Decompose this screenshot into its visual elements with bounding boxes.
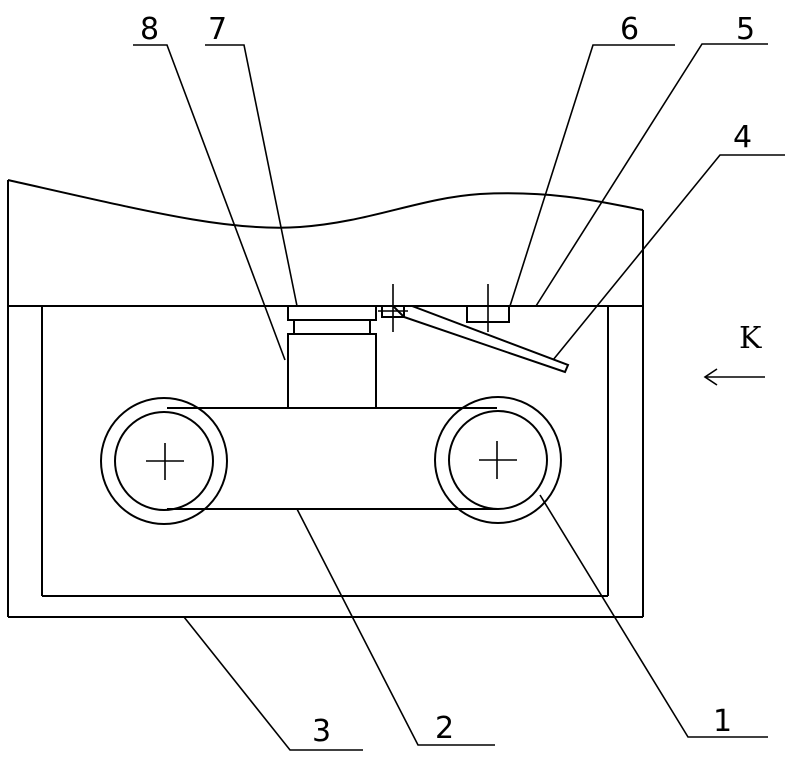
part-label-8: 8	[140, 12, 159, 47]
part-labels: 8 7 6 5 4 1 2 3	[140, 12, 755, 749]
leader-line-7	[205, 44, 298, 307]
left-roller-inner	[114, 411, 214, 511]
leader-line-4	[552, 154, 785, 361]
leader-line-8	[133, 44, 286, 361]
body-break-line	[7, 179, 644, 229]
leader-lines	[133, 43, 785, 751]
mount-nut	[287, 305, 377, 321]
view-k-arrow: K	[703, 321, 765, 386]
view-k-label: K	[739, 321, 762, 356]
part-label-7: 7	[208, 12, 227, 47]
left-roller-outer	[100, 397, 228, 525]
deflector-plate	[390, 305, 570, 374]
part-label-3: 3	[312, 714, 331, 749]
mount-washer	[293, 319, 371, 335]
housing	[7, 306, 644, 618]
part-label-4: 4	[733, 120, 752, 155]
part-label-5: 5	[736, 12, 755, 47]
view-arrow-head	[703, 368, 718, 386]
right-roller-outer	[434, 396, 562, 524]
leader-line-6	[509, 44, 675, 307]
deflector-assembly	[378, 284, 570, 374]
leader-line-2	[296, 508, 495, 746]
right-roller-inner	[448, 410, 548, 510]
part-label-1: 1	[713, 704, 732, 739]
leader-line-5	[535, 43, 768, 307]
sensor-assembly	[287, 305, 377, 409]
part-label-6: 6	[620, 12, 639, 47]
sensor-body	[287, 333, 377, 409]
belt-conveyor	[100, 396, 562, 525]
part-label-2: 2	[435, 711, 454, 746]
leader-line-1	[539, 494, 768, 738]
leader-line-3	[183, 616, 363, 751]
